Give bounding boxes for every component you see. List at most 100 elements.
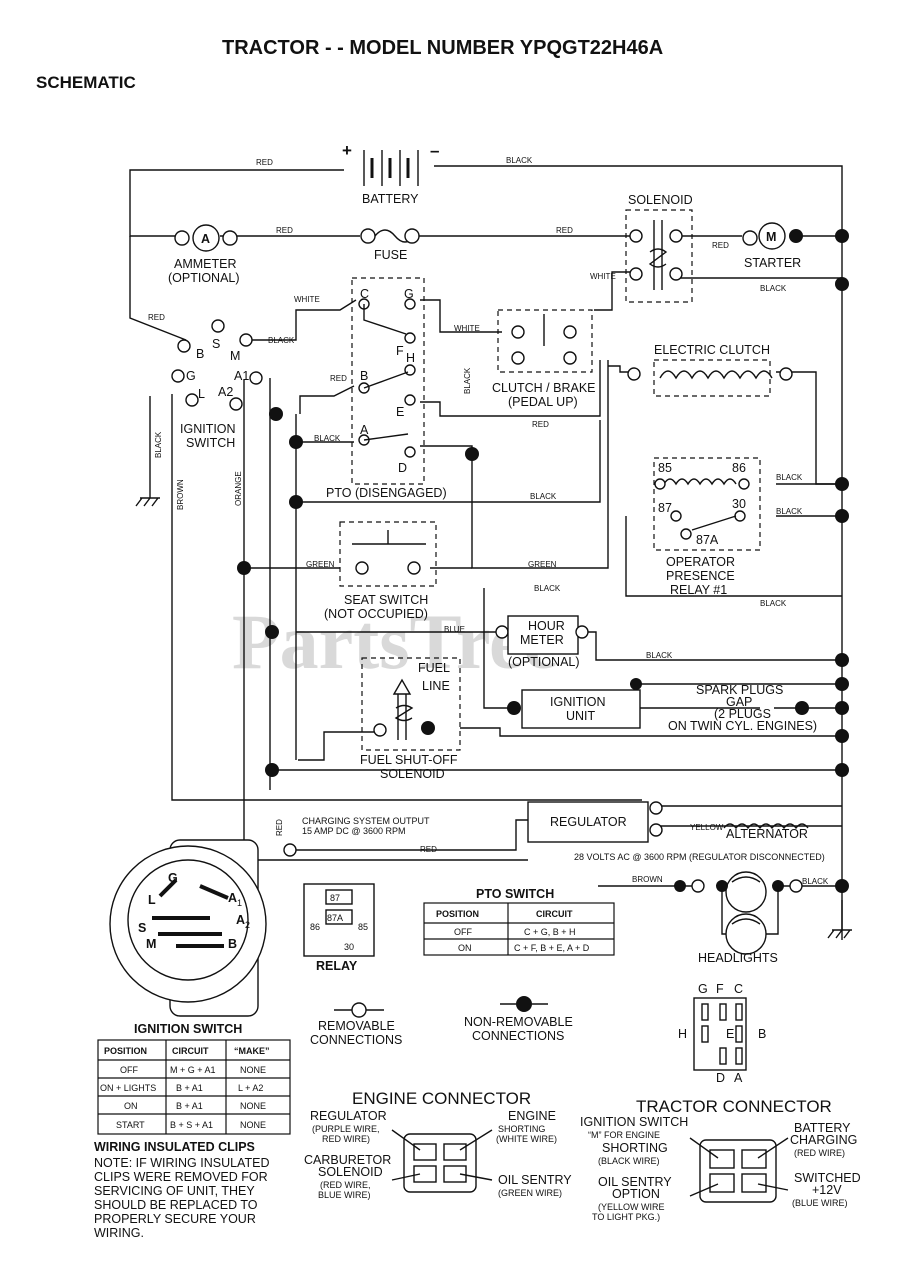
ammeter-optional: (OPTIONAL) bbox=[168, 271, 240, 285]
relay-87a: 87A bbox=[696, 533, 719, 547]
term-g: G bbox=[186, 369, 196, 383]
spark-plugs-count: (2 PLUGS bbox=[714, 707, 771, 721]
ign-diag-a2: A bbox=[236, 913, 245, 927]
ignition-switch-label: SWITCH bbox=[186, 436, 235, 450]
tractor-switched: SWITCHED bbox=[794, 1171, 861, 1185]
engine-connector-title: ENGINE CONNECTOR bbox=[352, 1089, 531, 1108]
pinout-b: B bbox=[758, 1027, 766, 1041]
solenoid: SOLENOID bbox=[625, 193, 693, 303]
pto-term-d: D bbox=[398, 461, 407, 475]
tractor-oil-sentry: OPTION bbox=[612, 1187, 660, 1201]
wire-label-black: BLACK bbox=[760, 599, 787, 608]
starter-label: STARTER bbox=[744, 256, 801, 270]
term-b: B bbox=[196, 347, 204, 361]
wire-label-white: WHITE bbox=[294, 295, 320, 304]
pto-term-h: H bbox=[406, 351, 415, 365]
tractor-oil-sentry-wire: (YELLOW WIRE bbox=[598, 1202, 665, 1212]
headlights: HEADLIGHTS bbox=[674, 871, 803, 965]
ign-diag-l: L bbox=[148, 893, 156, 907]
operator-presence-label: RELAY #1 bbox=[670, 583, 727, 597]
ign-table-cell: NONE bbox=[240, 1120, 266, 1130]
tractor-switched-wire: (BLUE WIRE) bbox=[792, 1198, 848, 1208]
charging-output: CHARGING SYSTEM OUTPUT 15 AMP DC @ 3600 … bbox=[283, 816, 825, 862]
clips-note-line: WIRING. bbox=[94, 1226, 144, 1240]
legend-nonremovable: CONNECTIONS bbox=[472, 1029, 564, 1043]
ign-table-header: “MAKE” bbox=[234, 1046, 270, 1056]
relay-86: 86 bbox=[732, 461, 746, 475]
ign-table-cell: OFF bbox=[120, 1065, 138, 1075]
ign-table-cell: L + A2 bbox=[238, 1083, 263, 1093]
ign-diag-m: M bbox=[146, 937, 156, 951]
wire-label-blue: BLUE bbox=[444, 625, 465, 634]
engine-shorting: ENGINE bbox=[508, 1109, 556, 1123]
pto-term-c: C bbox=[360, 287, 369, 301]
ign-table-cell: M + G + A1 bbox=[170, 1065, 216, 1075]
legend-removable: CONNECTIONS bbox=[310, 1033, 402, 1047]
engine-regulator-wire: RED WIRE) bbox=[322, 1134, 370, 1144]
tractor-ign: SHORTING bbox=[602, 1141, 668, 1155]
ignition-table: POSITION CIRCUIT “MAKE” OFF M + G + A1 N… bbox=[97, 1039, 291, 1135]
tractor-connector: TRACTOR CONNECTOR IGNITION SWITCH “M” FO… bbox=[580, 1097, 861, 1222]
hour-meter-label: HOUR bbox=[528, 619, 565, 633]
seat-switch: SEAT SWITCH (NOT OCCUPIED) bbox=[324, 521, 437, 621]
wire-label-red: RED bbox=[712, 241, 729, 250]
pinout-f: F bbox=[716, 982, 724, 996]
relay-diag-86: 86 bbox=[310, 922, 320, 932]
relay-diag-87: 87 bbox=[330, 893, 340, 903]
pinout-g: G bbox=[698, 982, 708, 996]
wire-label-red: RED bbox=[532, 420, 549, 429]
wire-label-black: BLACK bbox=[760, 284, 787, 293]
tractor-ign-wire: (BLACK WIRE) bbox=[598, 1156, 660, 1166]
fuel-label: FUEL bbox=[418, 661, 450, 675]
engine-carb: SOLENOID bbox=[318, 1165, 383, 1179]
ign-diag-a2-sub: 2 bbox=[245, 920, 250, 930]
ign-diag-a1: A bbox=[228, 891, 237, 905]
engine-regulator: REGULATOR bbox=[310, 1109, 387, 1123]
hour-meter: HOUR METER (OPTIONAL) bbox=[495, 615, 589, 669]
wire-label-red: RED bbox=[148, 313, 165, 322]
tractor-oil-sentry: OIL SENTRY bbox=[598, 1175, 672, 1189]
pto-term-e: E bbox=[396, 405, 404, 419]
battery-plus: + bbox=[342, 141, 352, 160]
ign-table-cell: START bbox=[116, 1120, 145, 1130]
wire-label-red: RED bbox=[556, 226, 573, 235]
watermark: PartsTree bbox=[232, 598, 558, 685]
relay-87: 87 bbox=[658, 501, 672, 515]
wire-label-orange: ORANGE bbox=[234, 471, 243, 506]
ign-diag-g: G bbox=[168, 871, 178, 885]
term-s: S bbox=[212, 337, 220, 351]
pinout-c: C bbox=[734, 982, 743, 996]
engine-shorting-wire: (WHITE WIRE) bbox=[496, 1134, 557, 1144]
ign-table-cell: B + S + A1 bbox=[170, 1120, 213, 1130]
wire-label-red: RED bbox=[275, 819, 284, 836]
engine-regulator-wire: (PURPLE WIRE, bbox=[312, 1124, 380, 1134]
fuse: FUSE bbox=[360, 228, 420, 262]
ign-table-cell: B + A1 bbox=[176, 1083, 203, 1093]
solenoid-label: SOLENOID bbox=[628, 193, 693, 207]
fuel-solenoid-label: FUEL SHUT-OFF bbox=[360, 753, 458, 767]
wire-label-white: WHITE bbox=[590, 272, 616, 281]
ign-table-cell: B + A1 bbox=[176, 1101, 203, 1111]
tractor-battery: BATTERY bbox=[794, 1121, 851, 1135]
page-title: TRACTOR - - MODEL NUMBER YPQGT22H46A bbox=[222, 37, 663, 59]
wire-label-black: BLACK bbox=[776, 507, 803, 516]
engine-oil-sentry-wire: (GREEN WIRE) bbox=[498, 1188, 562, 1198]
starter-symbol: M bbox=[766, 230, 776, 244]
clips-note: WIRING INSULATED CLIPS NOTE: IF WIRING I… bbox=[94, 1140, 269, 1240]
ign-table-cell: ON bbox=[124, 1101, 138, 1111]
clips-note-line: NOTE: IF WIRING INSULATED bbox=[94, 1156, 269, 1170]
engine-connector: ENGINE CONNECTOR REGULATOR (PURPLE WIRE,… bbox=[304, 1089, 572, 1200]
term-a1: A1 bbox=[234, 369, 249, 383]
legend-nonremovable: NON-REMOVABLE bbox=[464, 1015, 573, 1029]
pto-table-cell: C + G, B + H bbox=[524, 927, 576, 937]
wire-label-black: BLACK bbox=[314, 434, 341, 443]
term-l: L bbox=[198, 387, 205, 401]
battery-label: BATTERY bbox=[362, 192, 419, 206]
pto-label: PTO (DISENGAGED) bbox=[326, 486, 447, 500]
clips-note-line: CLIPS WERE REMOVED FOR bbox=[94, 1170, 268, 1184]
pto-table-cell: C + F, B + E, A + D bbox=[514, 943, 590, 953]
headlights-label: HEADLIGHTS bbox=[698, 951, 778, 965]
tractor-switched: +12V bbox=[812, 1183, 842, 1197]
ignition-switch-diagram: G L S M B A 1 A 2 IGNITION SWITCH bbox=[109, 839, 267, 1036]
legend: REMOVABLE CONNECTIONS NON-REMOVABLE CONN… bbox=[310, 996, 573, 1047]
